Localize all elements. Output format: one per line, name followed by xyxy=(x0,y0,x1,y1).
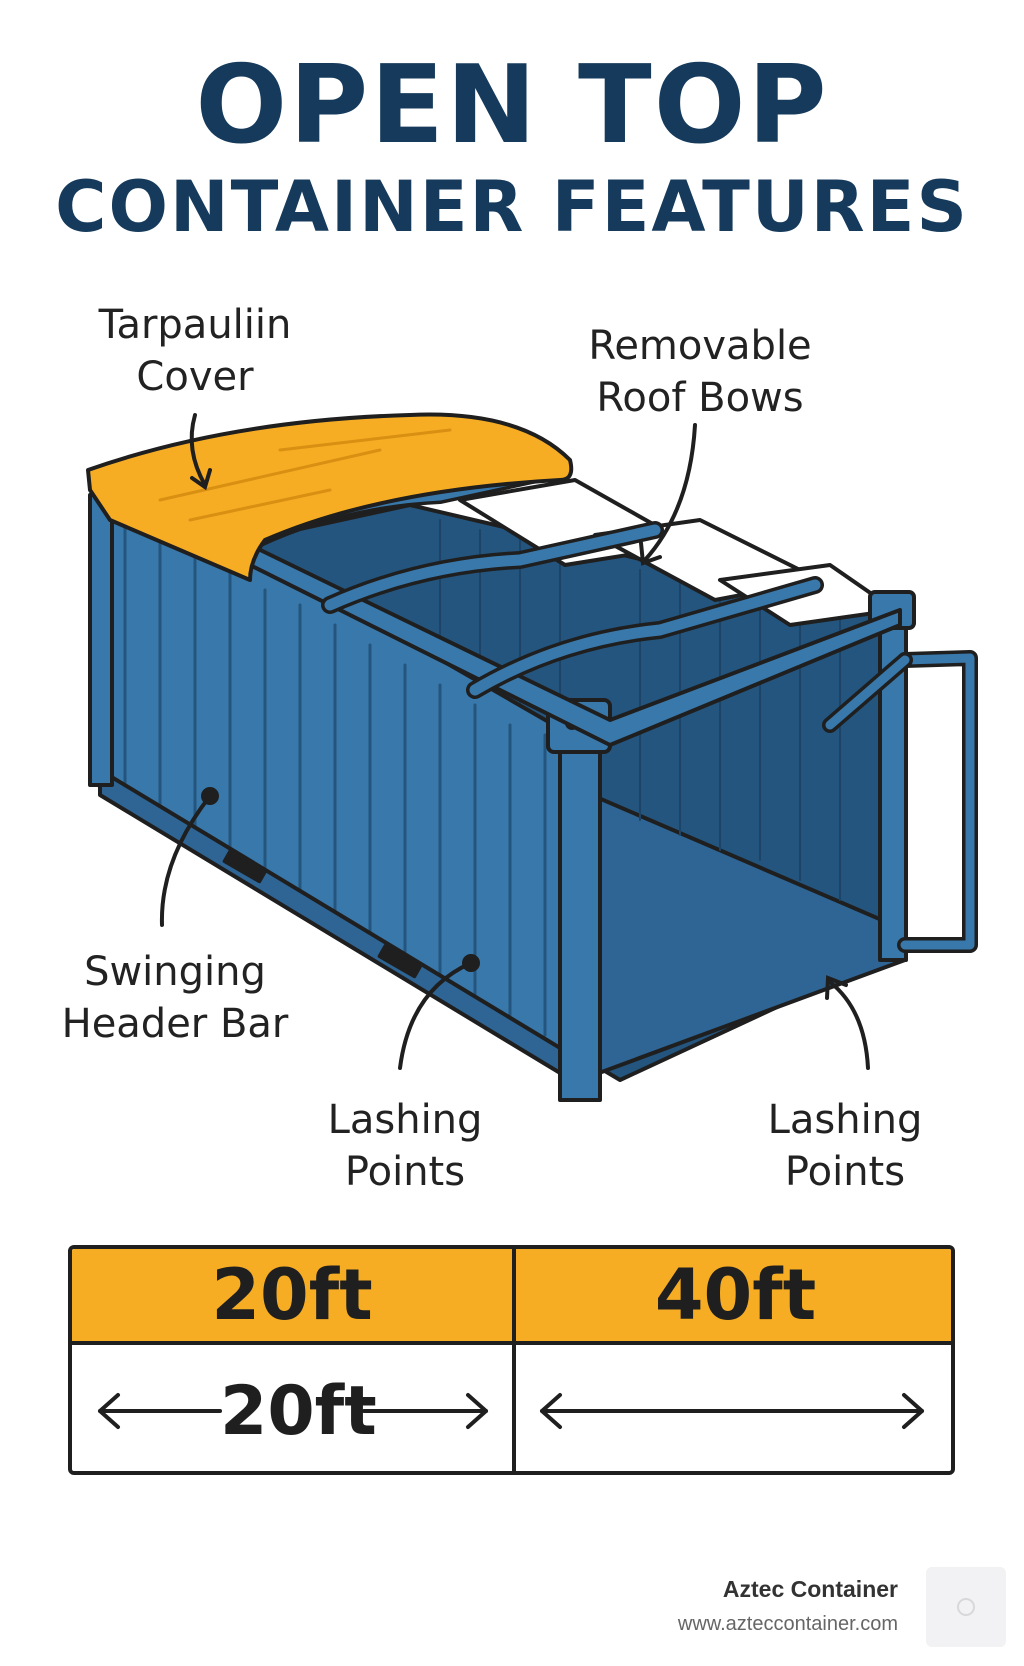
length-arrows xyxy=(98,1393,924,1429)
aztec-logo-icon xyxy=(926,1567,1006,1647)
tarpaulin-cover xyxy=(86,412,574,582)
title-line-1: OPEN TOP xyxy=(195,43,829,168)
size-comparison-table: 20ft 40ft 20ft xyxy=(68,1245,955,1475)
brand-url[interactable]: www.azteccontainer.com xyxy=(677,1612,898,1635)
brand-name[interactable]: Aztec Container xyxy=(722,1576,898,1602)
column-divider xyxy=(512,1249,516,1471)
size-table-header xyxy=(72,1249,951,1345)
header-40ft: 40ft xyxy=(654,1254,817,1336)
length-label-20ft: 20ft xyxy=(220,1372,377,1451)
title-line-2: CONTAINER FEATURES xyxy=(55,166,969,248)
length-label-40ft xyxy=(516,1349,951,1471)
logo-glyph xyxy=(957,1598,975,1616)
footer-brand: Aztec Container www.azteccontainer.com xyxy=(678,1576,898,1636)
header-20ft: 20ft xyxy=(211,1254,373,1336)
